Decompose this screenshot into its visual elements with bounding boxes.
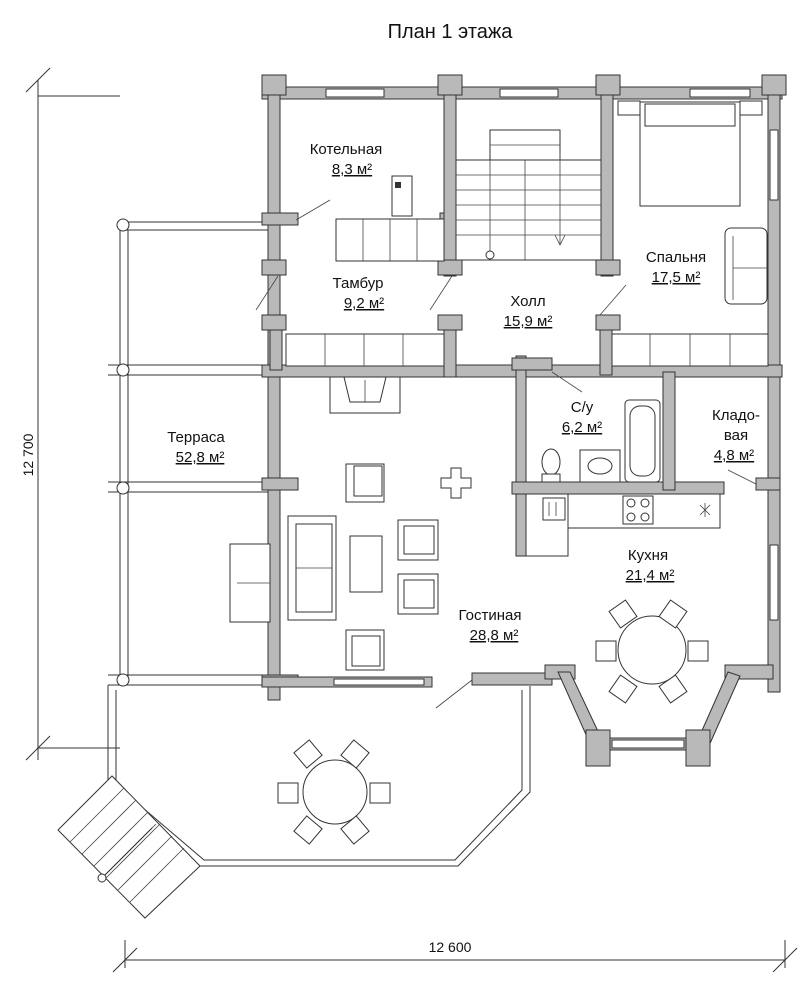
living-furniture: [229, 463, 473, 709]
boiler: [295, 175, 413, 221]
room-name: Котельная: [310, 141, 383, 158]
entrance-stairs: [57, 775, 201, 919]
room-label-bedroom: Спальня 17,5 м²: [646, 249, 706, 286]
height-dimension: 12 700: [20, 67, 120, 761]
room-area: 4,8 м²: [714, 447, 754, 464]
fireplace: [329, 376, 401, 414]
room-area: 28,8 м²: [470, 627, 519, 644]
room-label-bathroom: С/у 6,2 м²: [562, 399, 602, 436]
room-name: Кухня: [628, 547, 668, 564]
room-name: Гостиная: [459, 607, 522, 624]
kitchen-counter: [525, 469, 757, 557]
room-label-vestibule: Тамбур 9,2 м²: [333, 275, 385, 312]
width-dimension: 12 600: [112, 939, 798, 973]
room-area: 6,2 м²: [562, 419, 602, 436]
veranda-table: [277, 739, 391, 845]
windows: [325, 88, 779, 749]
room-area: 15,9 м²: [504, 313, 553, 330]
terrace-outline: [107, 218, 531, 867]
room-label-terrace: Терраса 52,8 м²: [167, 429, 225, 466]
room-label-hall: Холл 15,9 м²: [504, 293, 553, 330]
room-name: С/у: [571, 399, 594, 416]
bathroom-fixtures: [541, 371, 661, 483]
room-label-boiler: Котельная 8,3 м²: [310, 141, 383, 178]
room-area: 8,3 м²: [332, 161, 372, 178]
plan-title: План 1 этажа: [388, 21, 514, 43]
room-area: 21,4 м²: [626, 567, 675, 584]
room-name: Тамбур: [333, 275, 384, 292]
room-area: 52,8 м²: [176, 449, 225, 466]
room-name-2: вая: [724, 427, 748, 444]
room-label-kitchen: Кухня 21,4 м²: [626, 547, 675, 584]
room-name: Кладо-: [712, 407, 760, 424]
bedroom-furniture: [599, 100, 768, 316]
room-area: 9,2 м²: [344, 295, 384, 312]
interior-stairs: [455, 129, 602, 261]
width-dimension-label: 12 600: [429, 939, 472, 955]
room-name: Холл: [510, 293, 545, 310]
height-dimension-label: 12 700: [20, 433, 36, 476]
room-label-pantry: Кладо- вая 4,8 м²: [712, 407, 760, 464]
room-name: Спальня: [646, 249, 706, 266]
room-label-living: Гостиная 28,8 м²: [459, 607, 522, 644]
kitchen-table: [595, 599, 709, 704]
room-name: Терраса: [167, 429, 225, 446]
cabinets: [285, 218, 769, 367]
room-area: 17,5 м²: [652, 269, 701, 286]
walls: [261, 74, 787, 767]
